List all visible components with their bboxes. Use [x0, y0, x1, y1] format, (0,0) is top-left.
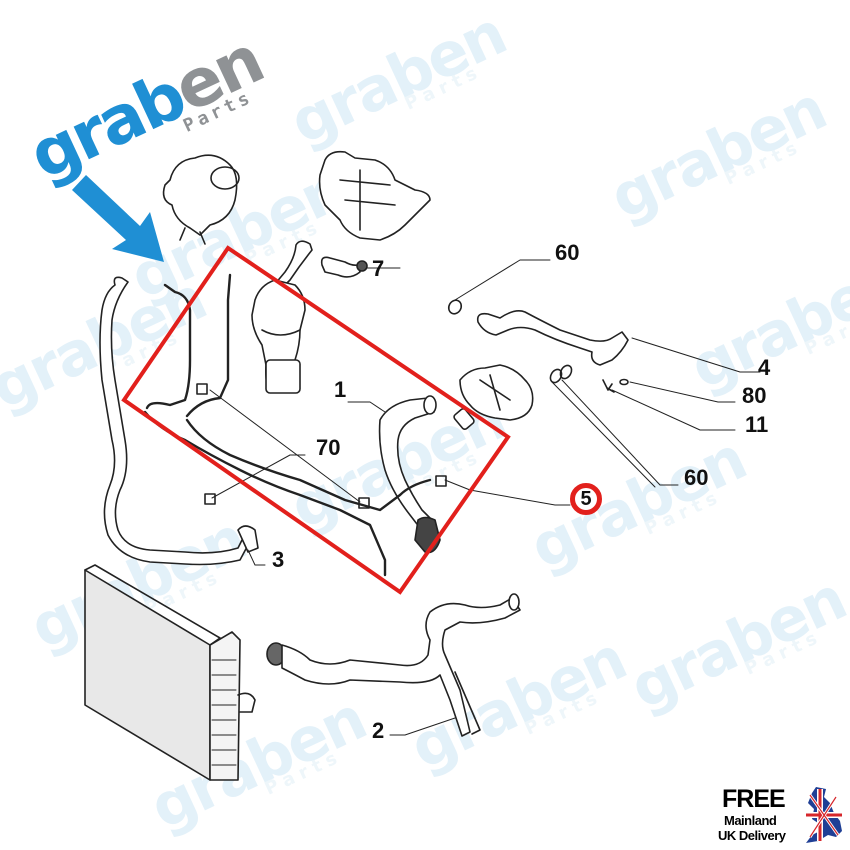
- o-ring-part-60: [447, 299, 463, 315]
- hose-part-4: [476, 310, 629, 366]
- callout-70: 70: [316, 435, 341, 460]
- thermostat-part: [453, 364, 534, 430]
- o-ring-part-60: [559, 364, 573, 380]
- hose-part-1: [378, 395, 441, 554]
- callout-80: 80: [742, 383, 767, 408]
- uk-map-flag-icon: [806, 787, 842, 843]
- hose-part-7: [320, 256, 401, 278]
- connector-part-70: [196, 383, 208, 395]
- connector-part-5: [435, 475, 447, 487]
- callout-60: 60: [555, 240, 580, 265]
- water-pump-part: [251, 279, 306, 394]
- highlighted-callout-5: 5: [570, 483, 602, 515]
- expansion-tank-part: [162, 154, 240, 245]
- highlight-box: [121, 245, 511, 595]
- radiator-part: [84, 564, 256, 781]
- thermostat-housing-part: [318, 150, 431, 241]
- delivery-uk-label: UK Delivery: [718, 828, 786, 843]
- clip-part-11: [602, 379, 615, 393]
- callout-4: 4: [758, 355, 771, 380]
- callout-11: 11: [745, 412, 769, 437]
- callout-7: 7: [372, 256, 385, 281]
- leader-lines: [209, 259, 761, 736]
- connector-part-70: [204, 493, 216, 505]
- callout-60-lower: 60: [684, 465, 709, 490]
- free-delivery-badge: FREE Mainland UK Delivery: [718, 785, 848, 845]
- delivery-mainland-label: Mainland: [724, 813, 777, 828]
- pointer-arrow-icon: [72, 175, 164, 262]
- connector-part-70: [358, 497, 370, 509]
- delivery-free-label: FREE: [722, 785, 786, 813]
- hose-part-3: [99, 276, 259, 566]
- callout-2: 2: [372, 718, 385, 743]
- callout-1: 1: [334, 377, 347, 402]
- screw-part-80: [619, 378, 629, 386]
- hose-part-2: [266, 593, 521, 737]
- callout-3: 3: [272, 547, 285, 572]
